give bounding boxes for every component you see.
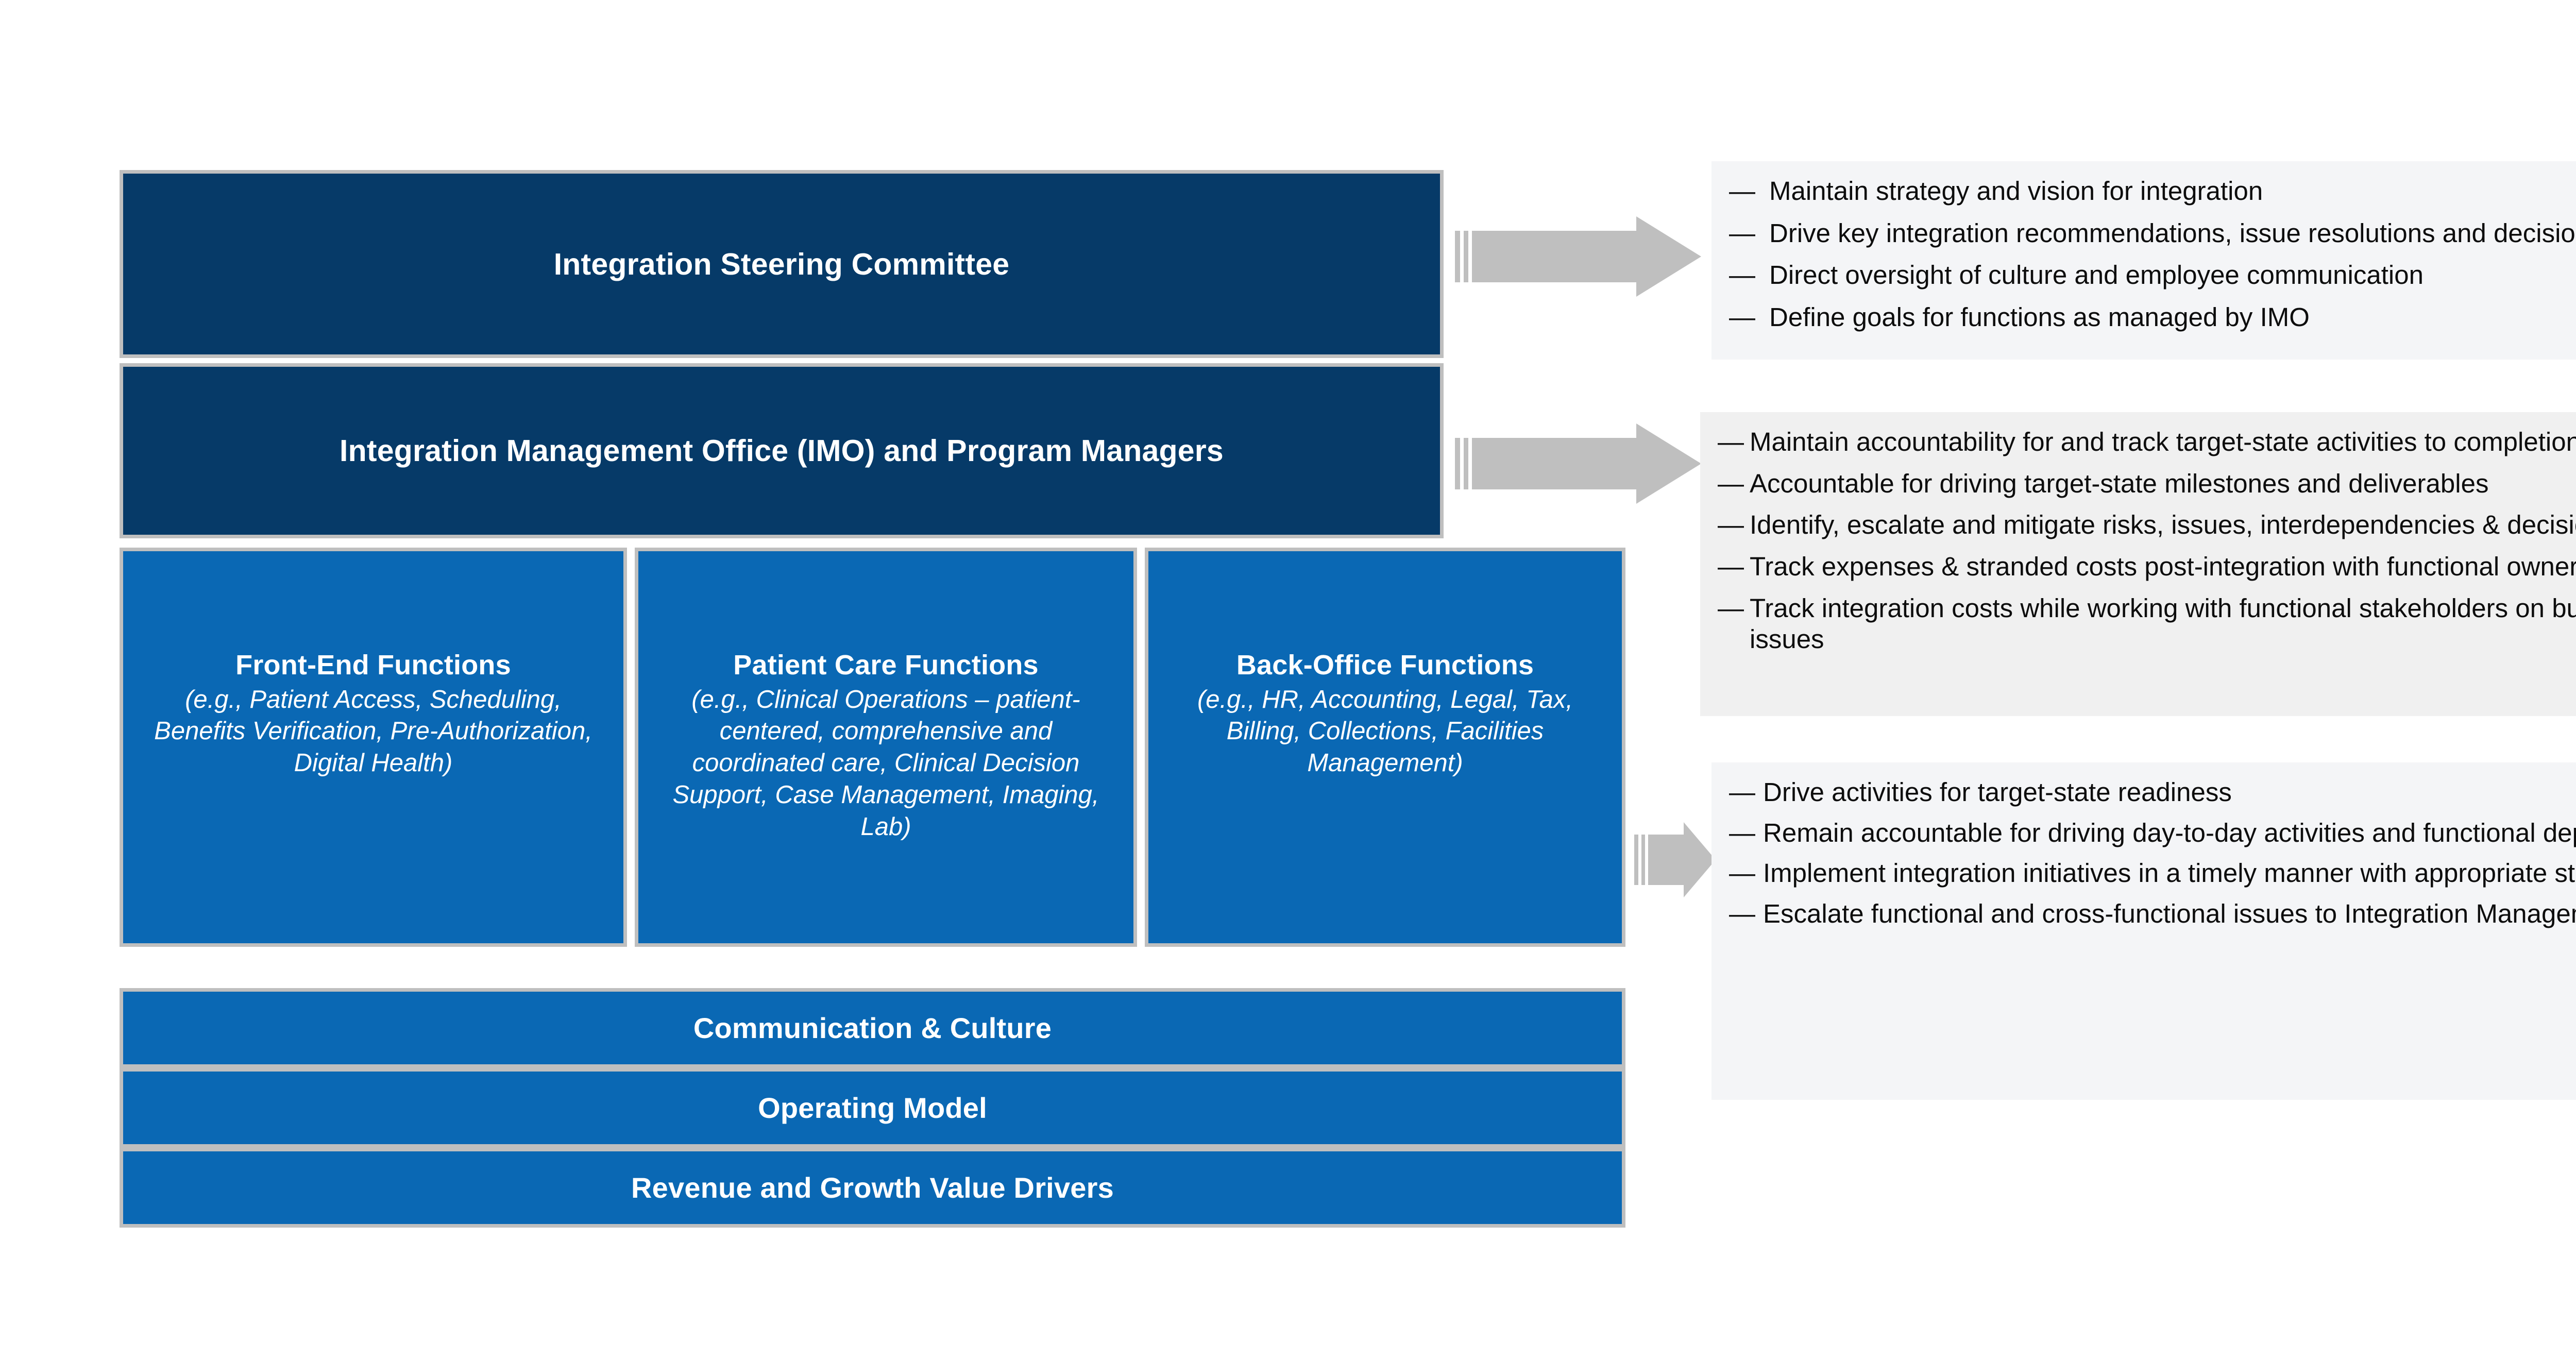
bullet-text: Maintain accountability for and track ta… <box>1750 427 2576 456</box>
bullet-item: — Accountable for driving target-state m… <box>1718 468 2576 500</box>
cross-cutting-bar-communication[interactable]: Communication & Culture <box>120 988 1625 1068</box>
function-column-front-end[interactable]: Front-End Functions (e.g., Patient Acces… <box>120 548 627 947</box>
front-end-title: Front-End Functions <box>235 650 511 681</box>
bullet-item: — Escalate functional and cross-function… <box>1729 898 2576 930</box>
arrow-head <box>1684 822 1716 897</box>
bullet-text: Drive activities for target-state readin… <box>1763 777 2232 807</box>
arrow-tail-notch <box>1468 438 1472 489</box>
imo-office-box[interactable]: Integration Management Office (IMO) and … <box>120 363 1444 538</box>
back-office-content: Back-Office Functions (e.g., HR, Account… <box>1162 649 1608 779</box>
operating-model-title: Operating Model <box>758 1092 987 1124</box>
arrow-tail-notch <box>1468 231 1472 282</box>
bullet-item: — Track expenses & stranded costs post-i… <box>1718 551 2576 583</box>
arrow-shaft <box>1455 438 1636 489</box>
bullet-dash-icon: — <box>1729 218 1755 248</box>
bullet-dash-icon: — <box>1718 510 1744 540</box>
arrow-tail-notch <box>1638 835 1641 885</box>
responsibility-panel-functions: — Drive activities for target-state read… <box>1711 762 2576 1100</box>
bullet-item: — Define goals for functions as managed … <box>1729 302 2576 333</box>
arrow-shaft <box>1455 231 1636 282</box>
function-column-back-office[interactable]: Back-Office Functions (e.g., HR, Account… <box>1145 548 1625 947</box>
bullet-text: Maintain strategy and vision for integra… <box>1769 176 2263 206</box>
bullet-text: Drive key integration recommendations, i… <box>1769 218 2576 248</box>
bullet-text: Track integration costs while working wi… <box>1750 593 2576 654</box>
patient-care-subtitle: (e.g., Clinical Operations – patient-cen… <box>672 685 1099 841</box>
bullet-dash-icon: — <box>1729 858 1755 888</box>
bullet-dash-icon: — <box>1729 777 1755 807</box>
communication-title: Communication & Culture <box>693 1012 1052 1044</box>
bullet-text: Accountable for driving target-state mil… <box>1750 468 2489 498</box>
steering-committee-box[interactable]: Integration Steering Committee <box>120 170 1444 358</box>
responsibility-panel-steering-committee: — Maintain strategy and vision for integ… <box>1711 161 2576 360</box>
bullet-text: Track expenses & stranded costs post-int… <box>1750 552 2576 582</box>
bullet-text: Escalate functional and cross-functional… <box>1763 899 2576 929</box>
bullet-item: — Drive key integration recommendations,… <box>1729 218 2576 249</box>
arrow-head <box>1636 216 1701 297</box>
arrow-tail-notch <box>1460 438 1464 489</box>
bullet-item: — Maintain accountability for and track … <box>1718 427 2576 458</box>
arrow-shaft <box>1634 835 1684 885</box>
back-office-subtitle: (e.g., HR, Accounting, Legal, Tax, Billi… <box>1197 685 1573 777</box>
patient-care-content: Patient Care Functions (e.g., Clinical O… <box>652 649 1120 843</box>
function-column-patient-care[interactable]: Patient Care Functions (e.g., Clinical O… <box>635 548 1137 947</box>
bullet-dash-icon: — <box>1718 427 1744 456</box>
revenue-growth-title: Revenue and Growth Value Drivers <box>631 1171 1114 1204</box>
bullet-item: — Drive activities for target-state read… <box>1729 777 2576 808</box>
bullet-text: Remain accountable for driving day-to-da… <box>1763 818 2576 847</box>
bullet-text: Define goals for functions as managed by… <box>1769 302 2310 332</box>
arrow-right-icon-imo <box>1455 423 1702 504</box>
bullet-text: Direct oversight of culture and employee… <box>1769 260 2424 290</box>
bullet-dash-icon: — <box>1718 468 1744 498</box>
bullet-item: — Direct oversight of culture and employ… <box>1729 260 2576 291</box>
arrow-head <box>1636 423 1701 504</box>
bullet-item: — Implement integration initiatives in a… <box>1729 858 2576 889</box>
patient-care-title: Patient Care Functions <box>733 650 1039 681</box>
bullet-dash-icon: — <box>1729 176 1755 206</box>
bullet-item: — Track integration costs while working … <box>1718 593 2576 655</box>
arrow-right-icon-functions <box>1634 822 1717 897</box>
arrow-tail-notch <box>1460 231 1464 282</box>
bullet-text: Implement integration initiatives in a t… <box>1763 858 2576 888</box>
imo-office-title: Integration Management Office (IMO) and … <box>340 434 1224 468</box>
bullet-item: — Remain accountable for driving day-to-… <box>1729 818 2576 849</box>
bullet-dash-icon: — <box>1729 899 1755 929</box>
cross-cutting-bar-operating-model[interactable]: Operating Model <box>120 1068 1625 1148</box>
bullet-dash-icon: — <box>1729 818 1755 847</box>
responsibility-panel-imo: — Maintain accountability for and track … <box>1700 412 2576 716</box>
front-end-subtitle: (e.g., Patient Access, Scheduling, Benef… <box>154 685 592 777</box>
arrow-tail-notch <box>1645 835 1648 885</box>
bullet-dash-icon: — <box>1729 302 1755 332</box>
bullet-text: Identify, escalate and mitigate risks, i… <box>1750 510 2576 540</box>
bullet-dash-icon: — <box>1718 593 1744 623</box>
steering-committee-title: Integration Steering Committee <box>553 247 1010 281</box>
bullet-item: — Maintain strategy and vision for integ… <box>1729 176 2576 207</box>
bullet-dash-icon: — <box>1729 260 1755 290</box>
bullet-item: — Identify, escalate and mitigate risks,… <box>1718 509 2576 541</box>
front-end-content: Front-End Functions (e.g., Patient Acces… <box>137 649 610 779</box>
back-office-title: Back-Office Functions <box>1236 650 1534 681</box>
bullet-dash-icon: — <box>1718 552 1744 582</box>
arrow-right-icon-steering <box>1455 216 1702 297</box>
cross-cutting-bar-revenue-growth[interactable]: Revenue and Growth Value Drivers <box>120 1148 1625 1228</box>
